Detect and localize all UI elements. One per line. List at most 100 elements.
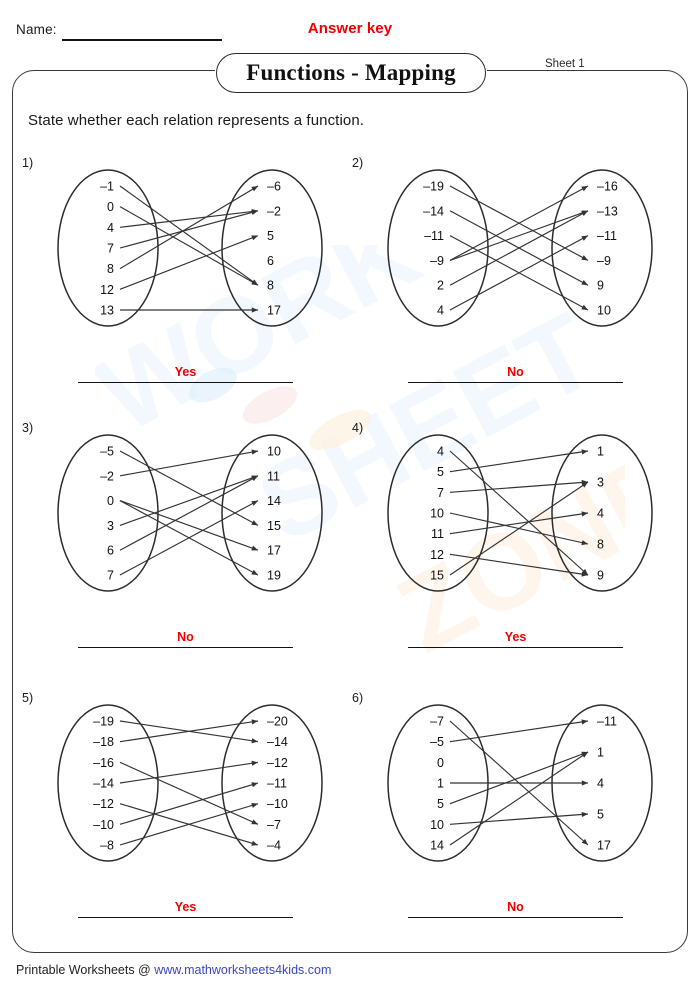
problem-number: 4) [352,421,364,435]
page-title: Functions - Mapping [246,60,456,85]
answer-area: No [78,630,293,648]
mapping-arrow [119,209,259,249]
answer-rule[interactable] [408,382,623,383]
problem-number: 3) [22,421,34,435]
answer-area: Yes [78,365,293,383]
range-value: 5 [267,229,274,243]
mapping-diagram: –19–18–16–14–12–10–8–20–14–12–11–10–7–4 [57,704,323,862]
problem-number: 2) [352,156,364,170]
range-value: –13 [597,204,618,218]
answer-value: Yes [504,630,527,644]
worksheet-title-pill: Functions - Mapping [216,53,486,93]
domain-value: –7 [430,715,444,729]
mapping-arrow [449,511,589,535]
answer-rule[interactable] [78,647,293,648]
domain-value: –10 [93,818,114,832]
answer-rule[interactable] [408,647,623,648]
domain-value: 5 [437,465,444,479]
problem-number: 5) [22,691,34,705]
domain-value: –19 [423,180,444,194]
range-value: –16 [597,180,618,194]
answer-rule[interactable] [408,917,623,918]
mapping-arrow [449,479,589,493]
domain-value: 4 [437,445,444,459]
domain-value: 0 [107,200,114,214]
range-value: 1 [597,746,604,760]
domain-value: –19 [93,715,114,729]
range-value: 14 [267,494,281,508]
domain-value: –11 [424,229,444,243]
domain-value: –8 [100,839,114,853]
domain-value: –1 [100,180,114,194]
answer-key-badge: Answer key [307,20,393,37]
domain-value: –5 [100,445,114,459]
footer-prefix: Printable Worksheets @ [16,963,155,977]
mapping-arrow [449,719,589,743]
domain-value: –9 [430,254,444,268]
answer-value: No [507,900,524,914]
range-value: 17 [267,304,281,318]
answer-rule[interactable] [78,917,293,918]
problem-5: 5) –19–18–16–14–12–10–8–20–14–12–11–10–7… [18,685,348,955]
range-value: –14 [267,735,288,749]
range-value: –6 [267,180,281,194]
answer-value: Yes [174,365,197,379]
domain-value: –5 [430,735,444,749]
mapping-arrow [449,235,589,311]
mapping-arrow [449,185,589,261]
range-value: –12 [267,756,288,770]
domain-value: 2 [437,279,444,293]
domain-value: –16 [93,756,114,770]
domain-value: 4 [437,304,444,318]
domain-value: 5 [437,797,444,811]
range-value: –20 [267,715,288,729]
domain-value: –2 [100,469,114,483]
mapping-arrow [449,553,589,577]
answer-rule[interactable] [78,382,293,383]
mapping-arrow [120,307,258,313]
footer-url[interactable]: www.mathworksheets4kids.com [154,963,332,977]
range-value: –7 [267,818,281,832]
mapping-arrow [119,782,259,825]
range-value: 10 [267,445,281,459]
range-value: 5 [597,808,604,822]
problem-number: 1) [22,156,34,170]
domain-value: –14 [423,204,444,218]
range-value: 4 [597,507,604,521]
range-value: 3 [597,476,604,490]
mapping-arrow [119,206,259,286]
range-value: –2 [267,204,281,218]
name-input-rule[interactable] [62,39,222,41]
range-value: 6 [267,254,274,268]
answer-value: No [177,630,194,644]
domain-value: 7 [437,486,444,500]
mapping-arrow [449,751,589,846]
range-value: 1 [597,445,604,459]
range-value: 15 [267,519,281,533]
range-value: 17 [267,544,281,558]
mapping-arrow [449,481,589,576]
mapping-arrow [119,449,259,477]
mapping-arrow [450,780,588,786]
domain-value: 4 [107,221,114,235]
domain-value: 0 [107,494,114,508]
mapping-arrow [119,475,259,551]
mapping-arrow [449,450,589,576]
mapping-arrow [119,235,259,290]
answer-value: Yes [174,900,197,914]
mapping-arrow [119,450,259,526]
domain-value: 15 [430,569,444,583]
mapping-arrow [449,811,589,825]
range-value: 10 [597,304,611,318]
mapping-arrow [449,210,589,261]
mapping-arrow [119,185,259,286]
mapping-arrow [119,185,259,270]
domain-value: 7 [107,242,114,256]
range-value: –11 [597,715,617,729]
